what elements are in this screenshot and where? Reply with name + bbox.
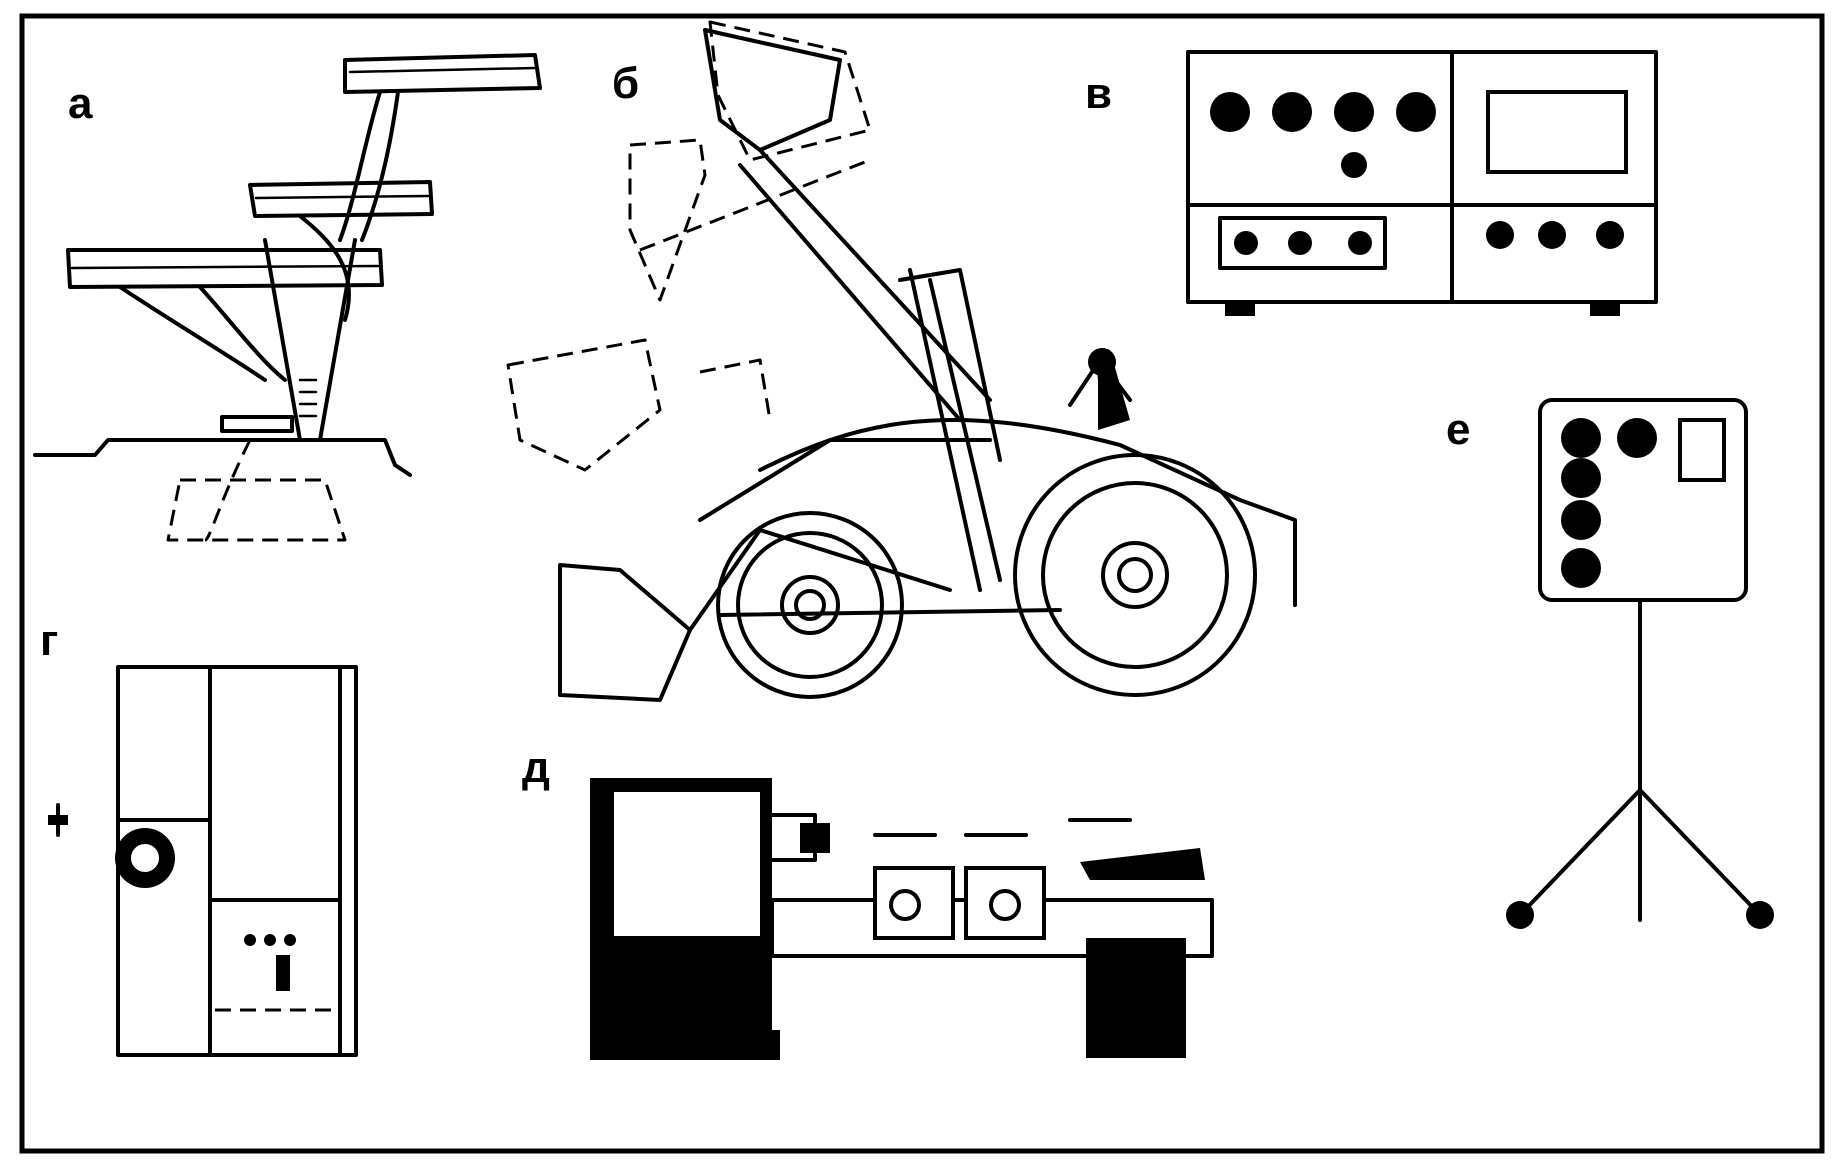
panel-label-a: а <box>68 79 93 128</box>
stand-drawing <box>33 53 542 542</box>
instrument-panel-drawing <box>1186 50 1658 316</box>
control-pendant-drawing <box>1506 398 1774 929</box>
panel-label-d: д <box>522 743 550 792</box>
loader-drawing <box>506 20 1297 702</box>
lathe-drawing <box>590 778 1214 1060</box>
cabinet-drawing <box>48 665 358 1057</box>
panel-label-v: в <box>1085 69 1112 118</box>
panel-label-e: е <box>1446 405 1470 454</box>
panel-label-b: б <box>612 59 639 108</box>
panel-label-g: г <box>40 616 58 665</box>
